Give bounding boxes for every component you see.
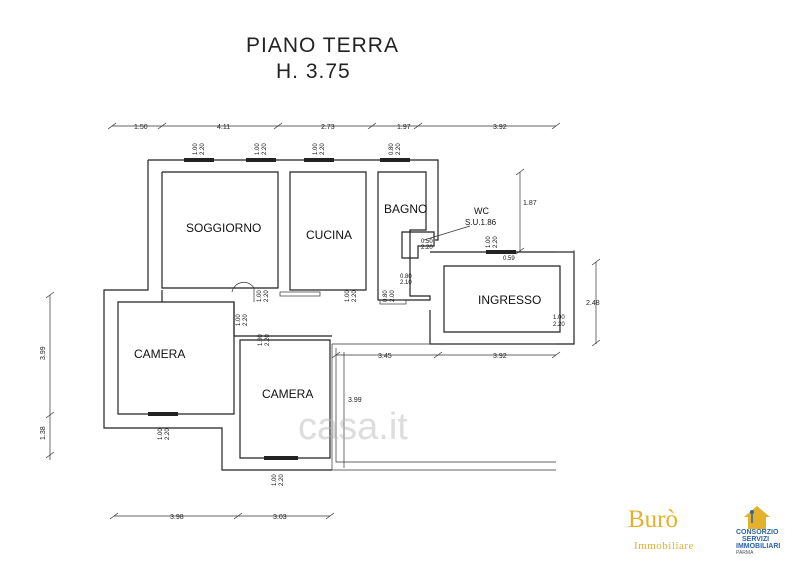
room-camera-center: CAMERA	[262, 387, 313, 401]
win4-h: 2.20	[396, 143, 402, 155]
ingresso-window-h: 2.20	[493, 236, 499, 248]
room-ingresso: INGRESSO	[478, 293, 541, 307]
room-bagno: BAGNO	[384, 202, 427, 216]
wc-window-w: 0.50	[421, 239, 433, 245]
win1-w: 1.00	[193, 143, 199, 155]
casa-watermark: casa.it	[298, 406, 408, 448]
room-wc-area: S.U.1.86	[465, 218, 497, 227]
wc-door-w: 0.80	[400, 274, 412, 280]
camera-center-door-w: 1.00	[258, 334, 264, 346]
dim-top-5: 3.92	[493, 124, 507, 131]
soggiorno-door-h: 2.20	[264, 290, 270, 302]
dim-right-ingresso: 2.48	[586, 300, 600, 307]
buro-logo-text: Burò	[628, 506, 678, 533]
ingresso-small-opening: 0.59	[503, 256, 515, 262]
camera-left-door-h: 2.20	[243, 314, 249, 326]
camera-center-window-h: 2.20	[279, 474, 285, 486]
consorzio-line1: CONSORZIO	[736, 529, 779, 536]
left-dimension-line: 3.99 1.38	[40, 291, 55, 460]
bagno-door-h: 2.00	[390, 290, 396, 302]
dim-top-4: 1.97	[397, 124, 411, 131]
win3-h: 2.20	[320, 143, 326, 155]
dim-top-2: 4.11	[217, 124, 230, 131]
camera-center-door-h: 2.20	[265, 334, 271, 346]
cucina-door-w: 1.00	[345, 290, 351, 302]
dim-patio-h1: 3.45	[378, 353, 392, 360]
wc-pointer-line	[423, 225, 471, 241]
room-cucina: CUCINA	[306, 228, 352, 242]
windows-top: 1.00 2.20 1.00 2.20 1.00 2.20 0.80 2.20	[184, 143, 410, 162]
consorzio-house-icon	[744, 506, 770, 529]
consorzio-logo-text: CONSORZIO SERVIZI IMMOBILIARI PARMA	[736, 529, 796, 557]
top-dimension-line: 1.50 4.11 2.73 1.97 3.92	[107, 122, 561, 131]
cucina-door-h: 2.20	[352, 290, 358, 302]
dim-patio-h2: 3.92	[493, 353, 507, 360]
buro-logo-subtext: Immobiliare	[634, 540, 694, 552]
plan-title-line1: PIANO TERRA	[246, 34, 399, 57]
consorzio-city: PARMA	[736, 550, 754, 556]
bagno-door-w: 0.80	[383, 290, 389, 302]
win2-h: 2.20	[262, 143, 268, 155]
dim-bottom-2: 3.03	[273, 514, 287, 521]
consorzio-line2: SERVIZI	[742, 536, 770, 543]
win4-w: 0.80	[389, 143, 395, 155]
room-soggiorno: SOGGIORNO	[186, 221, 261, 235]
dim-bottom-1: 3.98	[170, 514, 184, 521]
win1-h: 2.20	[200, 143, 206, 155]
wc-window-h: 2.20	[421, 245, 433, 251]
ingresso-door-w: 1.00	[553, 315, 565, 321]
dim-right-top: 1.87	[523, 200, 537, 207]
dim-left-2: 1.38	[40, 426, 47, 440]
patio-dimensions: 3.45 3.92 3.99	[331, 351, 561, 468]
room-wc: WC	[474, 206, 489, 216]
win3-w: 1.00	[313, 143, 319, 155]
plan-title-line2: H. 3.75	[276, 60, 351, 83]
wc-door-h: 2.10	[400, 280, 412, 286]
ingresso-door-h: 2.20	[553, 322, 565, 328]
openings-other: 0.50 2.20 0.80 2.10 1.00 2.20 0.59 1.00 …	[148, 236, 565, 486]
dim-left-1: 3.99	[40, 346, 47, 360]
camera-left-window-h: 2.20	[165, 428, 171, 440]
soggiorno-door-w: 1.00	[257, 290, 263, 302]
dim-top-3: 2.73	[321, 124, 335, 131]
bottom-dimension-line: 3.98 3.03	[109, 512, 335, 521]
camera-center-window-w: 1.00	[272, 474, 278, 486]
dim-patio-v: 3.99	[348, 397, 362, 404]
right-top-dimension: 1.87	[515, 168, 537, 255]
room-camera-left: CAMERA	[134, 347, 185, 361]
consorzio-line3: IMMOBILIARI	[736, 543, 781, 550]
camera-left-door-w: 1.00	[236, 314, 242, 326]
room-labels: SOGGIORNO CUCINA BAGNO WC S.U.1.86 INGRE…	[134, 202, 541, 401]
win2-w: 1.00	[255, 143, 261, 155]
camera-left-window-w: 1.00	[158, 428, 164, 440]
dim-top-1: 1.50	[134, 124, 148, 131]
right-ingresso-dimension: 2.48	[586, 258, 601, 347]
ingresso-window-w: 1.00	[486, 236, 492, 248]
